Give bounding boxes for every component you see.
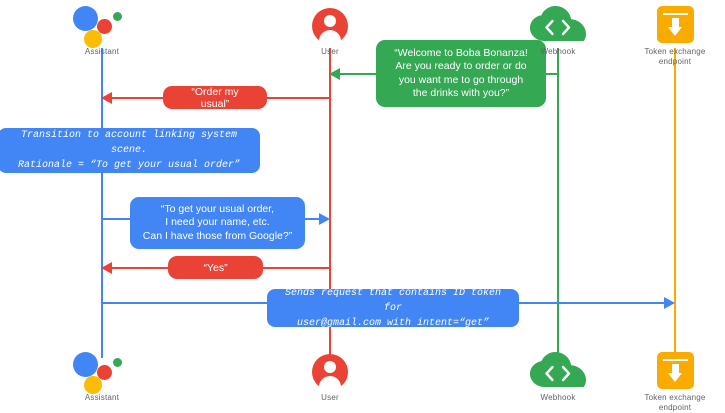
actor-user-bottom: User: [275, 348, 385, 403]
token-top-line: [663, 13, 688, 15]
user-avatar-icon: [275, 2, 385, 48]
download-box-icon: [620, 2, 725, 44]
user-head-icon: [324, 361, 336, 373]
arrow-head-welcome: [329, 67, 340, 80]
token-arrow-head: [668, 373, 682, 382]
actor-label-assistant-bottom: Assistant: [84, 393, 120, 402]
assistant-blue-dot-icon: [73, 352, 98, 377]
arrow-head-sends-request: [664, 296, 675, 309]
assistant-green-dot-icon: [113, 358, 122, 367]
arrow-head-need-your-name: [319, 212, 330, 225]
lifeline-user: [329, 48, 331, 358]
actor-endpoint-bottom: Token exchange endpoint: [620, 348, 725, 413]
actor-endpoint-top: Token exchange endpoint: [620, 2, 725, 67]
assistant-yellow-dot-icon: [84, 30, 102, 48]
lifeline-endpoint: [674, 48, 676, 358]
actor-assistant-bottom: Assistant: [47, 348, 157, 403]
assistant-blue-dot-icon: [73, 6, 98, 31]
assistant-yellow-dot-icon: [84, 376, 102, 394]
arrow-head-yes: [101, 261, 112, 274]
lifeline-webhook: [557, 48, 559, 358]
actor-label-endpoint-top: Token exchange endpoint: [644, 47, 706, 66]
actor-webhook-bottom: Webhook: [503, 348, 613, 403]
cloud-code-icon: [503, 2, 613, 44]
assistant-red-dot-icon: [97, 19, 112, 34]
token-top-line: [663, 359, 688, 361]
download-box-icon: [620, 348, 725, 390]
message-bubble-order-my-usual: “Order my usual”: [163, 86, 267, 110]
note-sends-request: Sends request that contains ID token for…: [267, 288, 519, 329]
message-bubble-yes: “Yes”: [168, 256, 263, 279]
actor-label-user-top: User: [321, 47, 339, 56]
lifeline-assistant: [101, 48, 103, 358]
message-bubble-need-your-name: “To get your usual order, I need your na…: [130, 197, 305, 249]
token-arrow-stem: [672, 18, 679, 28]
actor-webhook-top: Webhook: [503, 2, 613, 57]
arrow-head-order-my-usual: [101, 91, 112, 104]
actor-label-endpoint-bottom: Token exchange endpoint: [644, 393, 706, 412]
actor-label-webhook-bottom: Webhook: [540, 393, 576, 402]
actor-label-webhook-top: Webhook: [540, 47, 576, 56]
google-assistant-icon: [47, 348, 157, 394]
cloud-code-svg: [530, 352, 586, 387]
user-head-icon: [324, 15, 336, 27]
assistant-red-dot-icon: [97, 365, 112, 380]
google-assistant-icon: [47, 2, 157, 48]
user-avatar-icon: [275, 348, 385, 394]
actor-user-top: User: [275, 2, 385, 57]
user-mask: [308, 386, 352, 394]
user-mask: [308, 40, 352, 48]
actor-label-user-bottom: User: [321, 393, 339, 402]
message-bubble-welcome: “Welcome to Boba Bonanza! Are you ready …: [376, 40, 546, 107]
cloud-code-icon: [503, 348, 613, 390]
assistant-green-dot-icon: [113, 12, 122, 21]
cloud-code-svg: [530, 6, 586, 41]
actor-assistant-top: Assistant: [47, 2, 157, 57]
token-arrow-head: [668, 27, 682, 36]
note-transition-to-account-linking: Transition to account linking system sce…: [0, 128, 260, 173]
token-arrow-stem: [672, 364, 679, 374]
actor-label-assistant-top: Assistant: [84, 47, 120, 56]
